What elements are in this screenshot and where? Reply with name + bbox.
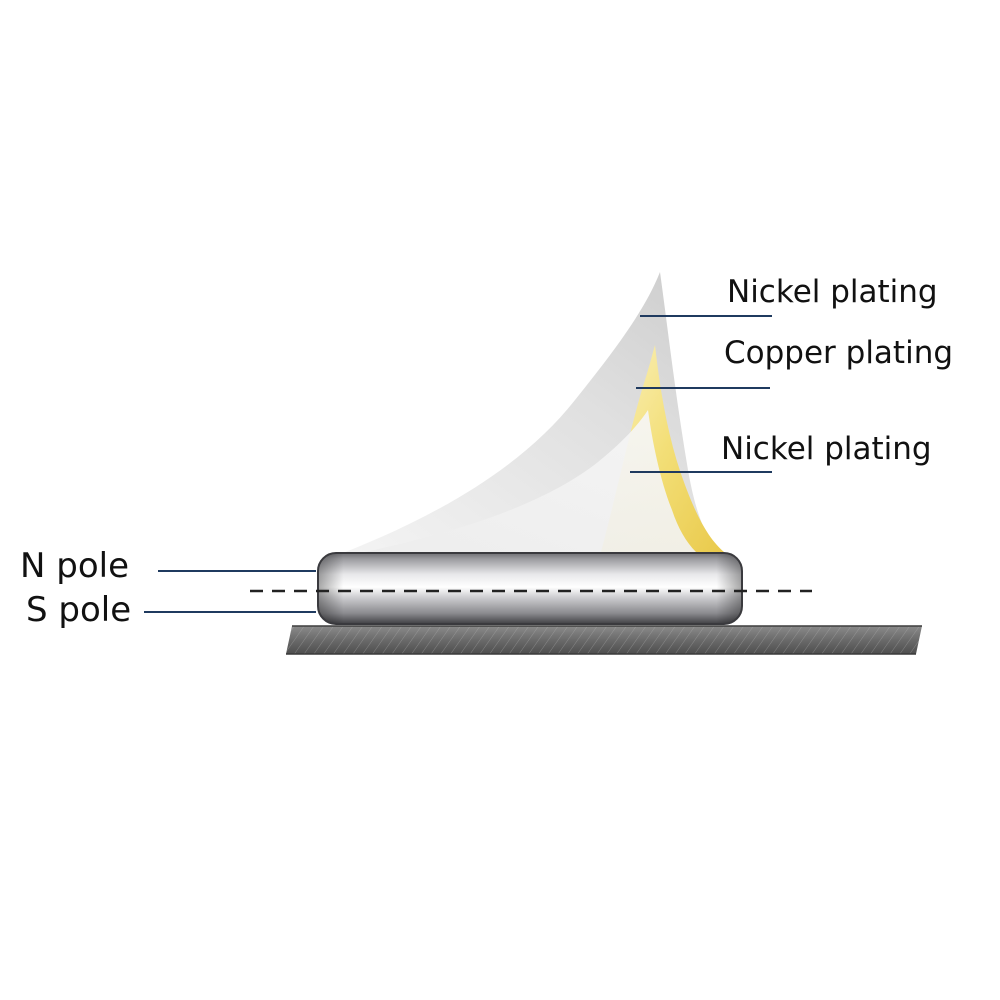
s-pole-label: S pole xyxy=(26,590,132,630)
leader-lines xyxy=(144,315,772,613)
inner-nickel-label: Nickel plating xyxy=(721,431,932,467)
base-plate xyxy=(286,625,922,655)
n-pole-label: N pole xyxy=(20,546,129,586)
outer-nickel-label: Nickel plating xyxy=(727,274,938,310)
peeled-layers xyxy=(330,272,724,558)
inner-nickel-layer xyxy=(335,410,696,558)
magnet-body xyxy=(317,552,743,625)
copper-label: Copper plating xyxy=(724,335,954,371)
